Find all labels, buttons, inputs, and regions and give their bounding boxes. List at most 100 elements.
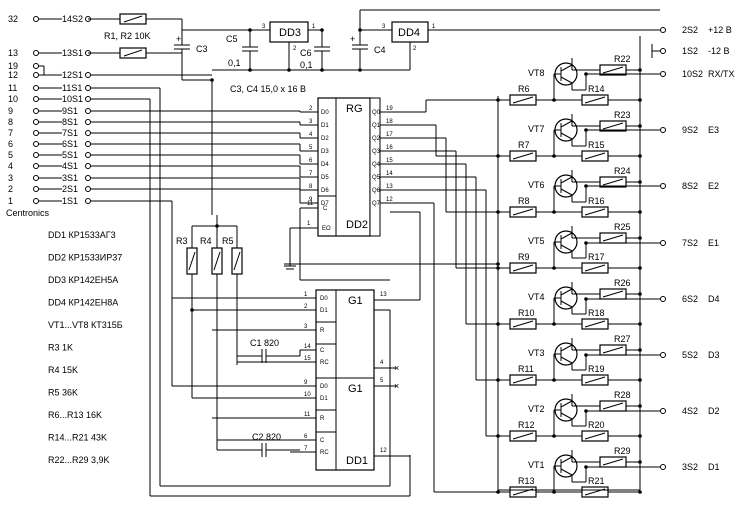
resistor-rb-label: R6: [518, 84, 530, 94]
dd1-body: [315, 289, 375, 471]
left-pin-num: 5: [8, 150, 13, 160]
c3-plus: +: [176, 34, 181, 44]
right-pin-terminal: [660, 296, 666, 302]
dd1-g1a-label: G1: [348, 295, 363, 307]
dd1b-nc-num: 5: [380, 378, 384, 384]
parts-list-item: DD4 КР142ЕН8А: [48, 298, 118, 308]
left-pin-terminal: [85, 163, 91, 169]
dd1a-pin-label: RC: [320, 360, 329, 366]
transistor-label: VT2: [528, 404, 545, 414]
right-pin-terminal: [660, 408, 666, 414]
parts-list-item: R4 15K: [48, 365, 78, 375]
left-pin-terminal: [33, 163, 39, 169]
resistor-rbe-label: R20: [588, 420, 605, 430]
left-pin-terminal: [33, 130, 39, 136]
c6-label: C6: [300, 48, 312, 58]
resistor-rbe-label: R16: [588, 196, 605, 206]
dd2-pin-in-label: D7: [321, 201, 329, 207]
chip-dd1: G1 G1 DD1 1D02D13R14C15RC9D010D111R6C7RC…: [171, 211, 421, 471]
dd1b-pin-num: 7: [304, 446, 308, 452]
dd2-pin-out-num: 12: [386, 197, 393, 203]
dd2-pin-eo-num: 1: [307, 221, 311, 227]
right-pin-terminal: [660, 27, 666, 33]
dd2-pin-out-label: Q6: [372, 188, 381, 194]
right-pin-desc: D1: [708, 462, 720, 472]
right-pin-terminal: [660, 464, 666, 470]
dd2-pin-out-label: Q5: [372, 175, 381, 181]
left-pin-label: 12S1: [62, 70, 83, 80]
left-pin-terminal: [85, 141, 91, 147]
resistor-rc-label: R27: [614, 334, 631, 344]
dd1a-pin-num: 15: [304, 356, 311, 362]
dd2-c-label: C: [323, 206, 328, 212]
dd4-pin-out: 1: [432, 24, 436, 30]
dd2-pin-in-label: D2: [321, 136, 329, 142]
left-pin-num: 13: [8, 48, 18, 58]
right-pin-label: 2S2: [682, 25, 698, 35]
transistor-label: VT3: [528, 348, 545, 358]
left-pin-label: 7S1: [62, 128, 78, 138]
nc-mark: ×: [394, 381, 399, 391]
dd2-pin-out-num: 18: [386, 119, 393, 125]
left-pin-label: 11S1: [62, 83, 82, 93]
left-pin-label: 2S1: [62, 184, 78, 194]
right-pin-label: 9S2: [682, 125, 698, 135]
left-pin-num: 32: [8, 14, 18, 24]
parts-list-item: R5 36K: [48, 388, 78, 398]
dd3-label: DD3: [279, 27, 301, 39]
c5-label: C5: [226, 34, 238, 44]
right-pin-desc: E1: [708, 238, 719, 248]
dd1b-pin-num: 6: [304, 434, 308, 440]
c3c4-label: C3, C4 15,0 x 16 B: [230, 84, 306, 94]
dd2-pin-in-num: 9: [309, 197, 313, 203]
dd3-pin-gnd: 2: [293, 46, 297, 52]
right-pin-desc: D2: [708, 406, 720, 416]
right-pin-label: 10S2: [682, 69, 703, 79]
dd1a-nc-num: 4: [380, 360, 384, 366]
left-pin-terminal: [33, 175, 39, 181]
resistor-rbe-label: R14: [588, 84, 605, 94]
parts-list-item: DD1 КР1533АГ3: [48, 230, 116, 240]
left-pin-num: 19: [8, 61, 18, 71]
c4-label: C4: [374, 45, 386, 55]
dd2-label: DD2: [346, 219, 368, 231]
left-pin-terminal: [33, 141, 39, 147]
left-pin-terminal: [85, 108, 91, 114]
left-pin-label: 6S1: [62, 139, 78, 149]
dd4-pin-gnd: 2: [413, 46, 417, 52]
left-pin-num: 8: [8, 117, 13, 127]
c5-value: 0,1: [228, 58, 241, 68]
right-pin-desc: RX/TX: [708, 69, 735, 79]
r1r2-label: R1, R2 10K: [104, 31, 151, 41]
resistor-rc-label: R29: [614, 446, 631, 456]
left-pin-terminal: [85, 130, 91, 136]
left-pin-terminal: [85, 72, 91, 78]
left-pin-num: 1: [8, 196, 13, 206]
dd1b-pin-num: 11: [304, 412, 311, 418]
dd2-eo-label: EO: [322, 226, 331, 232]
left-pin-terminal: [33, 119, 39, 125]
right-pin-label: 4S2: [682, 406, 698, 416]
dd2-pin-in-num: 6: [309, 158, 313, 164]
left-pin-label: 13S1: [62, 48, 83, 58]
dd2-pin-in-label: D0: [321, 110, 329, 116]
left-pin-label: 3S1: [62, 173, 78, 183]
left-pin-label: 5S1: [62, 150, 78, 160]
dd1a-out-num: 13: [380, 292, 387, 298]
right-pin-label: 3S2: [682, 462, 698, 472]
dd2-pin-out-num: 15: [386, 158, 393, 164]
left-pin-terminal: [33, 72, 39, 78]
nc-mark: ×: [394, 363, 399, 373]
left-pin-terminal: [85, 96, 91, 102]
r5-label: R5: [222, 236, 234, 246]
dd4-pin-in: 3: [382, 24, 386, 30]
dd1-g1b-label: G1: [348, 383, 363, 395]
transistor-label: VT7: [528, 124, 545, 134]
dd1b-pin-label: RC: [320, 450, 329, 456]
power-section: R1, R2 10K + C3 C5 0,1 DD3 3 1 2: [88, 9, 660, 215]
left-pin-terminal: [33, 186, 39, 192]
